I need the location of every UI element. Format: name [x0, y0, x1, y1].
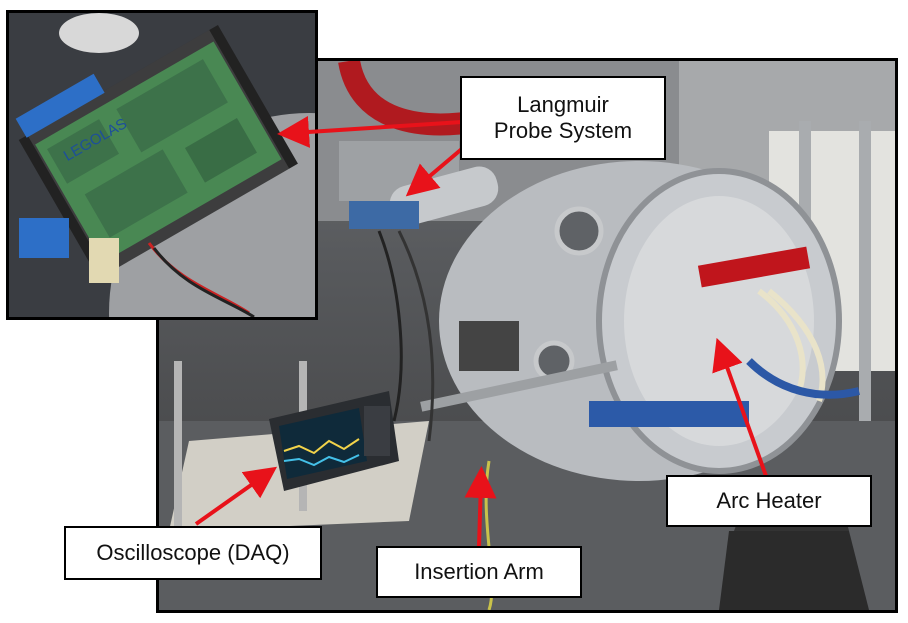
arc-heater-bar	[697, 246, 811, 288]
oscilloscope-label: Oscilloscope (DAQ)	[64, 526, 322, 580]
insertion-arm-label-text: Insertion Arm	[414, 558, 544, 584]
oscilloscope-device	[269, 391, 399, 491]
inset-electronics-photo: LEGOLAS	[6, 10, 318, 320]
arc-heater-label: Arc Heater	[666, 475, 872, 527]
arc-heater-label-text: Arc Heater	[716, 487, 822, 513]
langmuir-probe-label: Langmuir Probe System	[460, 76, 666, 160]
langmuir-probe-label-line2: Probe System	[493, 118, 633, 143]
inset-scene: LEGOLAS	[9, 13, 315, 317]
oscilloscope-label-text: Oscilloscope (DAQ)	[96, 539, 290, 565]
langmuir-probe-label-line1: Langmuir	[517, 91, 609, 117]
insertion-arm-label: Insertion Arm	[376, 546, 582, 598]
